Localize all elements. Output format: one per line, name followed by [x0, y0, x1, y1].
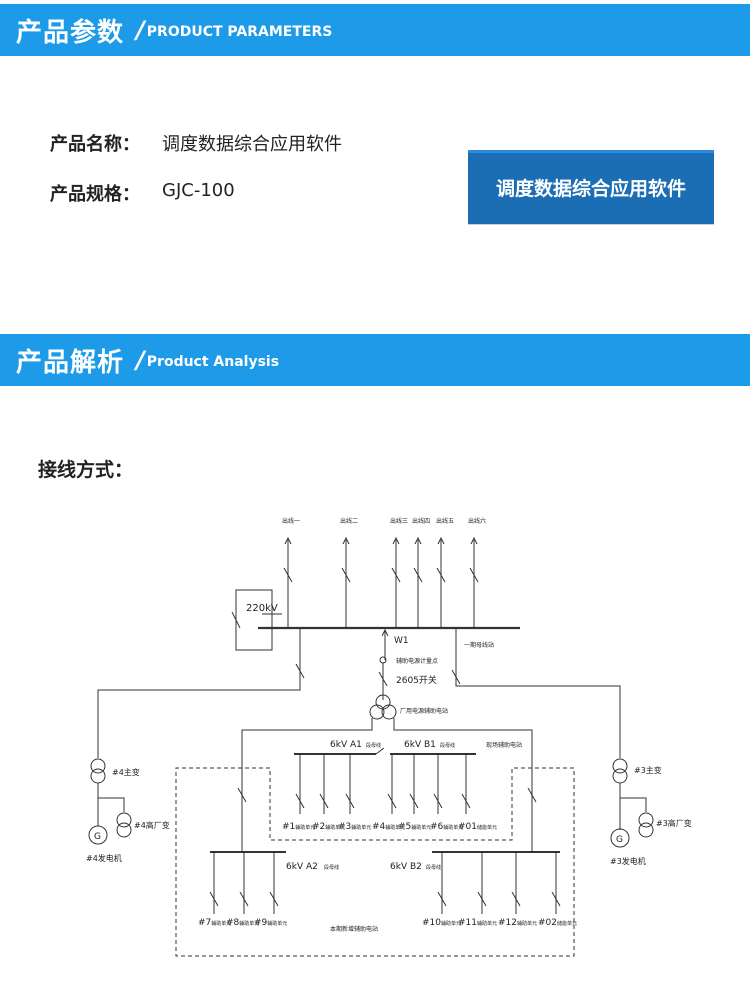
- aux3-feed: [620, 797, 647, 812]
- new-station-region: [175, 767, 575, 957]
- station-right-switch: [527, 787, 537, 803]
- lower-left-unit-label-2: #8辅助单元: [226, 918, 259, 928]
- feeder-label-5: 出线五: [436, 517, 454, 525]
- params-header-slash: /: [136, 16, 145, 44]
- bus-220kv-label: 220kV: [246, 603, 278, 614]
- product-name-label: 产品名称：: [50, 134, 140, 155]
- w1-arrow: [381, 628, 389, 637]
- bus-a1-label: 6kV A1: [330, 740, 362, 750]
- bus-b1-label: 6kV B1: [404, 740, 436, 750]
- bus-a1-tie: [375, 747, 385, 755]
- right-region-label: 现场辅助电站: [486, 741, 522, 749]
- lower-right-unit-label-2: #11辅助单元: [458, 918, 497, 928]
- product-name-value: 调度数据综合应用软件: [162, 134, 342, 155]
- w1-label: W1: [394, 636, 409, 646]
- pt-tag: 辅助电源计量点: [396, 657, 438, 665]
- station-switch: [378, 671, 388, 687]
- params-header-bar: 产品参数 / PRODUCT PARAMETERS: [0, 4, 750, 56]
- lower-right-unit-label-1: #10辅助单元: [422, 918, 461, 928]
- upper-unit-labels: #1辅助单元#2辅助单元#3辅助单元#4辅助单元#5辅助单元#6辅助单元#01储…: [282, 822, 497, 832]
- aux4-label: #4高厂变: [134, 820, 170, 830]
- params-header-title: 产品参数: [16, 17, 125, 48]
- tx3-coil-2: [612, 768, 628, 784]
- lower-left-unit-label-3: #9辅助单元: [254, 918, 287, 928]
- param-row-spec: 产品规格： GJC-100: [50, 180, 235, 206]
- feeder-label-4: 出线四: [412, 517, 430, 525]
- upper-unit-label-3: #3辅助单元: [338, 822, 371, 832]
- bus-a2-label: 6kV A2: [286, 862, 318, 872]
- station-right-feed: [393, 718, 533, 852]
- station-left-feed: [241, 718, 373, 852]
- gen3-circle: [610, 828, 630, 848]
- lower-unit-lines: [209, 852, 561, 914]
- gen4-circle: [88, 825, 108, 845]
- analysis-header-subtitle: Product Analysis: [146, 354, 280, 370]
- aux4-coil-2: [116, 822, 132, 838]
- bus-a2-tag: 段母线: [324, 864, 339, 871]
- analysis-header-bar: 产品解析 / Product Analysis: [0, 334, 750, 386]
- bus-a1-tag: 段母线: [366, 742, 381, 749]
- gen4-symbol: G: [94, 832, 101, 842]
- tx3-label: #3主变: [634, 765, 662, 775]
- tx4-coil-1: [90, 758, 106, 774]
- aux3-label: #3高厂变: [656, 818, 692, 828]
- wiring-diagram: 220kV 出线一 出线二 出线三 出线四 出线五 出线六 W1 一期母线站 辅…: [86, 517, 692, 957]
- gen3-symbol: G: [616, 835, 623, 845]
- upper-unit-label-1: #1辅助单元: [282, 822, 315, 832]
- product-spec-label: 产品规格：: [50, 184, 140, 205]
- branch-left: [97, 628, 301, 758]
- feeder-label-3: 出线三: [390, 517, 408, 525]
- product-spec-value: GJC-100: [162, 180, 235, 201]
- upper-unit-label-7: #01储能单元: [458, 822, 497, 832]
- lower-left-unit-label-1: #7辅助单元: [198, 918, 231, 928]
- product-name-badge: 调度数据综合应用软件: [468, 150, 714, 224]
- bus-b2-label: 6kV B2: [390, 862, 422, 872]
- upper-unit-label-4: #4辅助单元: [372, 822, 405, 832]
- aux4-feed: [98, 797, 125, 812]
- bus-220-tag: 一期母线站: [464, 641, 494, 649]
- bus-220kv-box: [235, 589, 273, 651]
- lower-unit-labels: #7辅助单元#8辅助单元#9辅助单元 #10辅助单元#11辅助单元#12辅助单元#…: [198, 918, 577, 928]
- branch-left-switch: [295, 663, 305, 679]
- bus-b2-tag: 段母线: [426, 864, 441, 871]
- upper-unit-label-5: #5辅助单元: [398, 822, 431, 832]
- lower-right-unit-label-3: #12辅助单元: [498, 918, 537, 928]
- station-tx-label: 厂用电源辅助电站: [400, 707, 448, 715]
- station-left-switch: [237, 787, 247, 803]
- params-header-subtitle: PRODUCT PARAMETERS: [146, 24, 333, 40]
- branch-right: [455, 628, 621, 758]
- bus-b1-tag: 段母线: [440, 742, 455, 749]
- tx4-label: #4主变: [112, 767, 140, 777]
- upper-unit-label-6: #6辅助单元: [430, 822, 463, 832]
- feeder-group: [283, 536, 479, 628]
- tx4-coil-2: [90, 768, 106, 784]
- gen4-label: #4发电机: [86, 853, 122, 863]
- branch-right-switch: [451, 669, 461, 685]
- analysis-header-title: 产品解析: [16, 347, 125, 378]
- aux4-coil-1: [116, 812, 132, 828]
- wiring-title: 接线方式：: [38, 459, 134, 481]
- feeder-label-6: 出线六: [468, 517, 486, 525]
- lower-right-unit-label-4: #02储能单元: [538, 918, 577, 928]
- param-row-name: 产品名称： 调度数据综合应用软件: [50, 130, 342, 156]
- aux3-coil-1: [638, 812, 654, 828]
- feeder-label-2: 出线二: [340, 517, 358, 525]
- analysis-header-slash: /: [136, 346, 145, 374]
- upper-unit-lines: [295, 754, 471, 814]
- gen3-label: #3发电机: [610, 856, 646, 866]
- upper-unit-label-2: #2辅助单元: [312, 822, 345, 832]
- breaker-2605-label: 2605开关: [396, 674, 437, 686]
- feeder-label-1: 出线一: [282, 517, 300, 525]
- aux3-coil-2: [638, 822, 654, 838]
- bus-220kv-box-switch: [231, 611, 241, 629]
- bottom-region-label: 本期新增辅助电站: [330, 925, 378, 933]
- station-tx-coil-3: [375, 694, 391, 710]
- tx3-coil-1: [612, 758, 628, 774]
